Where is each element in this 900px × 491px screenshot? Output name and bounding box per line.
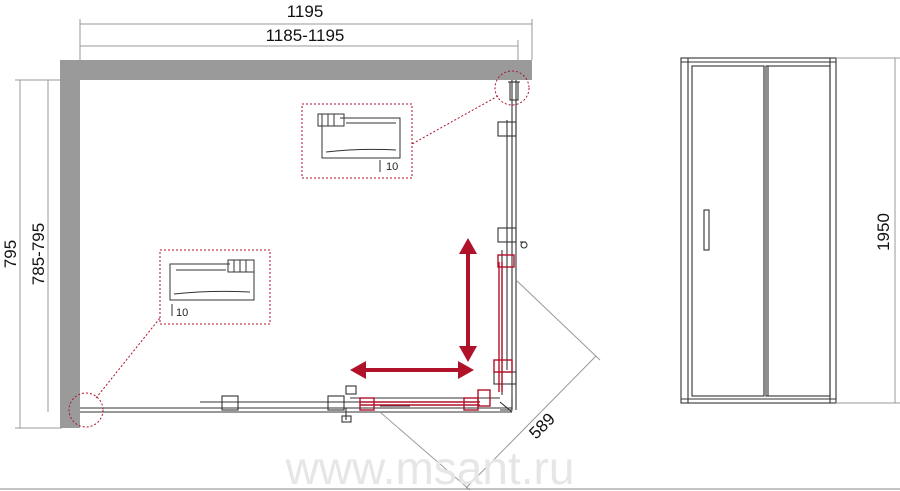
front-elevation: [680, 57, 837, 404]
diagonal-dimension: [379, 279, 601, 491]
sliding-door-highlight: [359, 254, 515, 411]
inner-width-label: 1185-1195: [266, 26, 345, 45]
diagonal-label: 589: [525, 409, 558, 442]
watermark: www.msant.ru: [285, 442, 575, 491]
inner-depth-label: 785-795: [29, 223, 48, 285]
dimension-top: [79, 19, 533, 62]
outer-width-label: 1195: [287, 2, 324, 21]
callout-detail-left: 10: [159, 249, 271, 325]
walls: [60, 60, 532, 428]
callout-detail-top-right: 10: [301, 103, 413, 179]
callout-left-number: 10: [176, 307, 188, 319]
outer-depth-label: 795: [1, 240, 20, 268]
right-side-panels: [493, 80, 528, 410]
dimension-height: [836, 57, 900, 404]
callout-top-right-number: 10: [386, 161, 398, 173]
door-movement-arrows: [350, 238, 477, 379]
dimension-left: [15, 79, 62, 429]
front-panels: [80, 385, 513, 423]
callout-connectors: [68, 70, 530, 428]
height-label: 1950: [874, 213, 893, 251]
